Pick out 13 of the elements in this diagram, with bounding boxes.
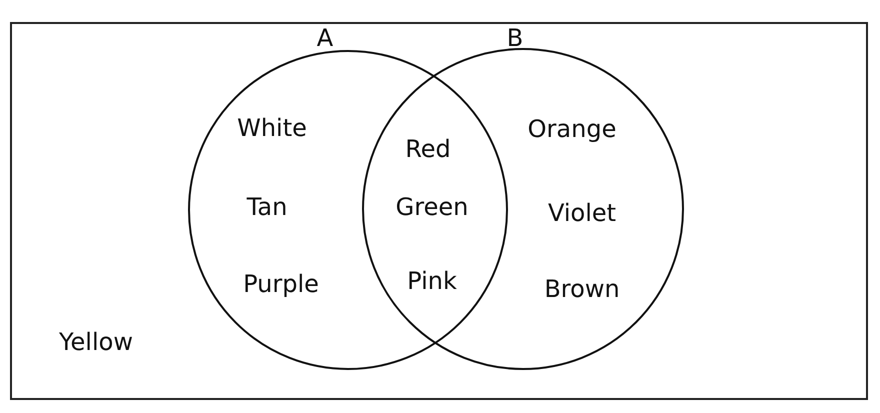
item-label: Brown [544, 275, 620, 303]
item-label: White [237, 114, 307, 142]
universe-rectangle [10, 22, 868, 400]
item-label: Orange [528, 115, 616, 143]
item-label: Yellow [59, 328, 133, 356]
item-label: Green [396, 193, 468, 221]
item-label: Red [405, 135, 451, 163]
set-label: A [316, 24, 334, 52]
item-label: Pink [407, 267, 457, 295]
item-label: Violet [548, 199, 616, 227]
set-label: B [506, 24, 524, 52]
item-label: Tan [246, 193, 288, 221]
item-label: Purple [243, 270, 319, 298]
